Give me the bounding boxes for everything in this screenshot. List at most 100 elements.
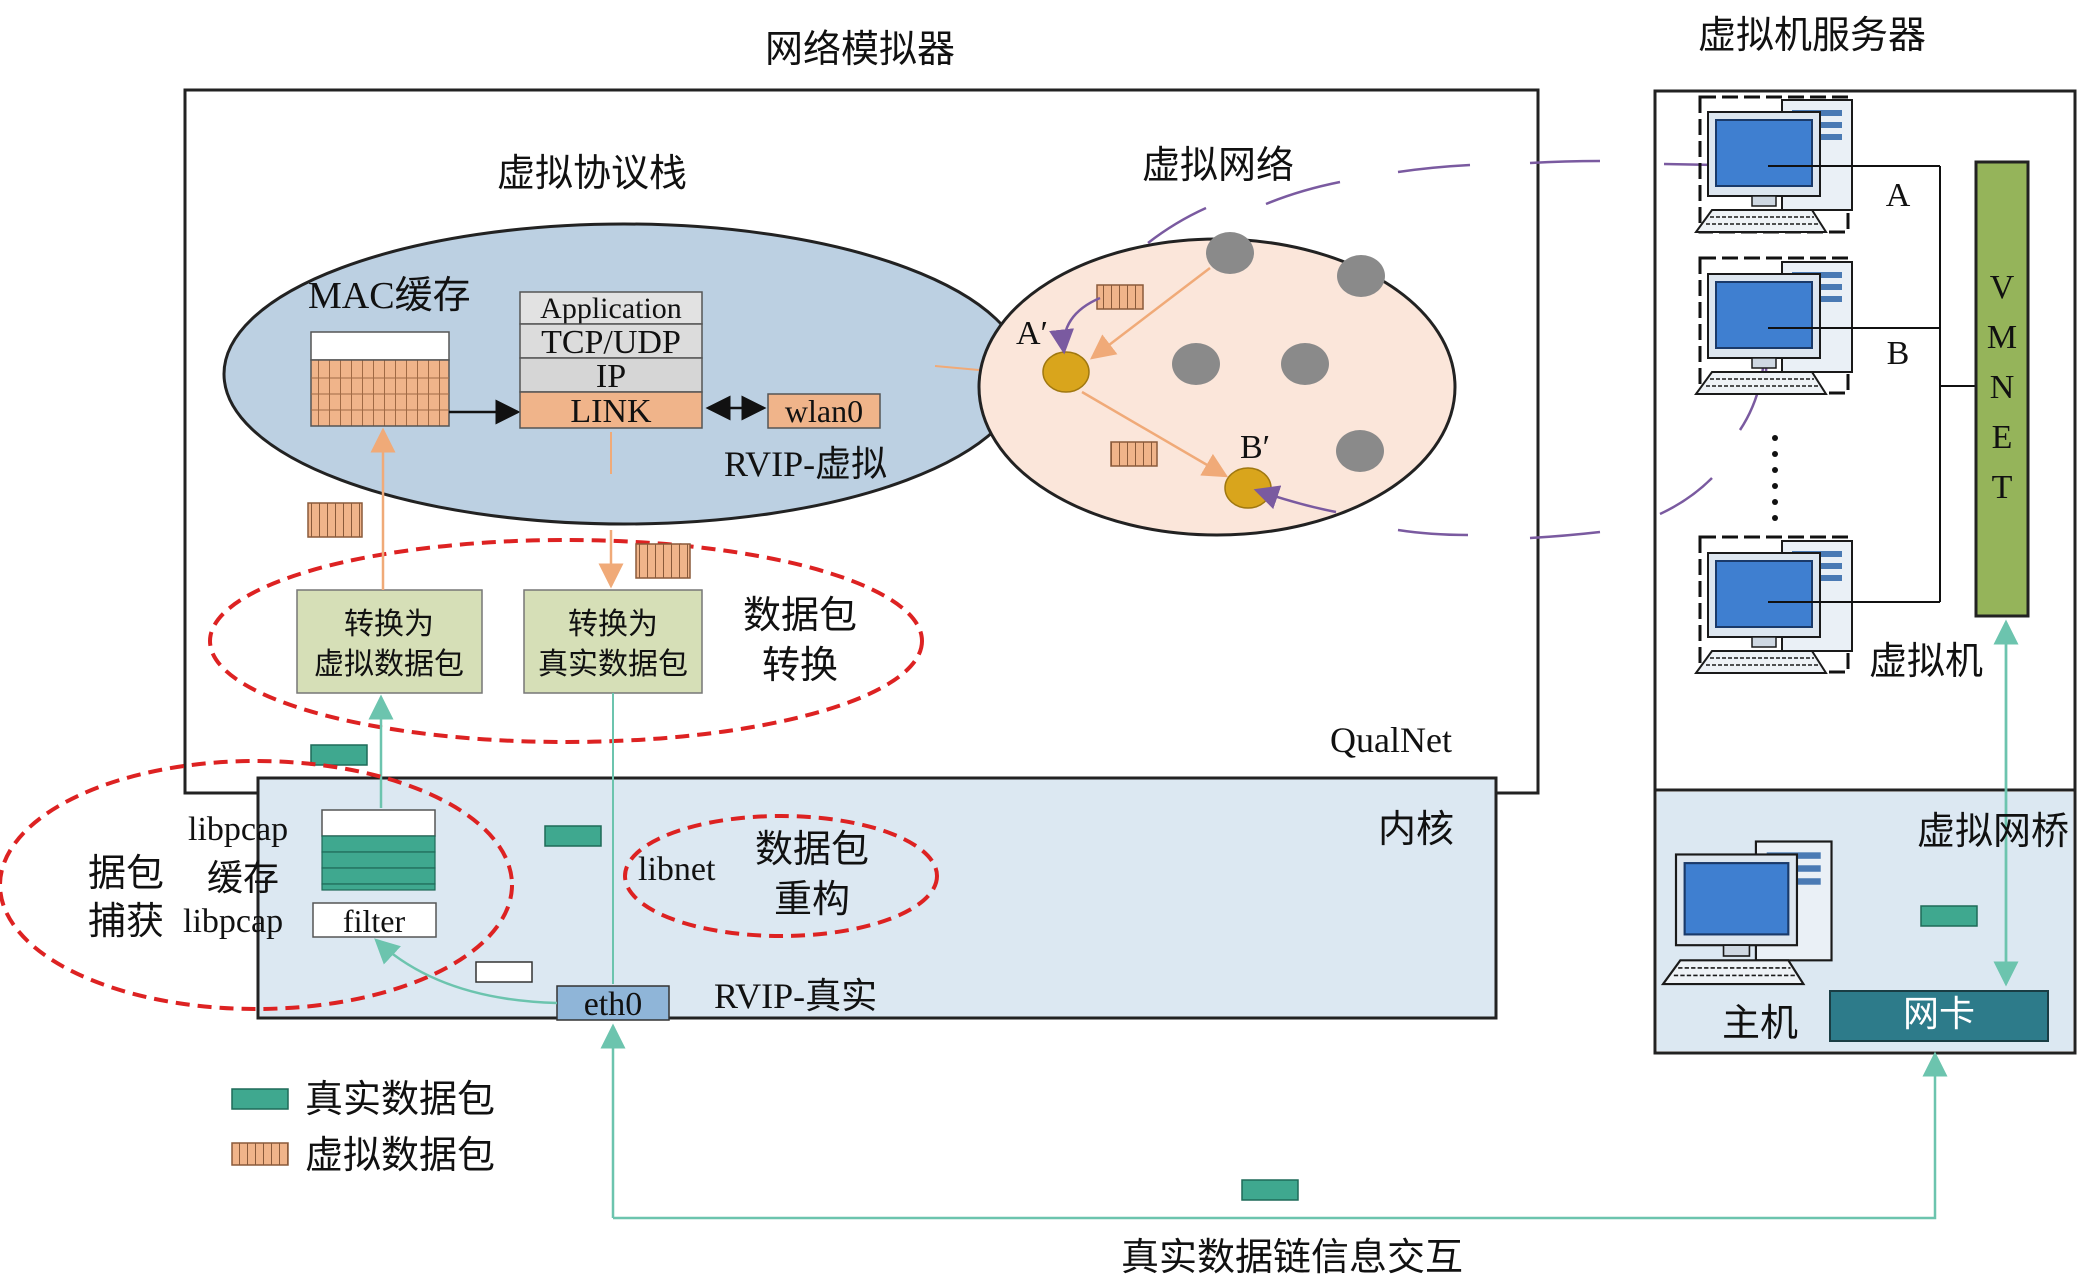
virtual-machine-label: 虚拟机 [1869, 639, 1983, 683]
wlan0-box [767, 393, 881, 429]
packet-convert-line1: 数据包 [743, 593, 857, 637]
stack-layer-ip-label: IP [596, 358, 626, 395]
virtual-packet [1110, 441, 1158, 467]
to-real-line2: 真实数据包 [538, 647, 688, 682]
node-b-prime-label: B′ [1240, 429, 1270, 466]
vm-bus-lines [1768, 165, 1976, 603]
virtual-stack-title: 虚拟协议栈 [497, 151, 687, 195]
real-packet [544, 825, 602, 847]
to-virtual-packet-box [296, 589, 483, 694]
network-node [1337, 255, 1385, 297]
rvip-virtual-label: RVIP-虚拟 [724, 444, 887, 484]
network-node [1206, 232, 1254, 274]
to-real-packet-box [523, 589, 703, 694]
kernel-label: 内核 [1378, 807, 1454, 851]
virtual-network-title: 虚拟网络 [1142, 143, 1294, 187]
stack-layer-application [519, 291, 703, 325]
protocol-stack: Application TCP/UDP IP LINK [519, 291, 703, 430]
stack-layer-link-label: LINK [570, 393, 652, 430]
purple-flow-arrow [1253, 485, 1337, 514]
bottom-caption: 真实数据链信息交互 [1121, 1235, 1463, 1279]
vmnet-box [1974, 160, 2030, 618]
rebuild-line2: 重构 [774, 877, 850, 921]
rebuild-line1: 数据包 [755, 827, 869, 871]
vm-server-box [1653, 89, 2077, 1055]
vm-b [1695, 256, 1853, 395]
empty-packet [475, 961, 533, 983]
node-a-prime-label: A′ [1016, 315, 1048, 352]
legend-label-virtual: 虚拟数据包 [305, 1133, 495, 1177]
capture-line1: 据包 [88, 851, 164, 895]
mac-cache-label: MAC缓存 [308, 275, 471, 317]
vm-b-label: B [1887, 335, 1910, 372]
vmnet-letter-m: M [1987, 319, 2017, 356]
orange-flow-arrow [1081, 390, 1229, 478]
network-node [1281, 343, 1329, 385]
to-virtual-line2: 虚拟数据包 [314, 647, 464, 682]
wlan0-label: wlan0 [785, 393, 863, 429]
purple-flow-arrow [1049, 296, 1101, 355]
vm-a [1695, 95, 1853, 234]
virtual-bridge-label: 虚拟网桥 [1917, 809, 2069, 853]
vm-virtual-link-b [1397, 359, 1766, 540]
vmnet-letter-e: E [1992, 419, 2013, 456]
vm-c [1695, 535, 1853, 674]
to-real-line1: 转换为 [568, 607, 658, 642]
capture-line2: 捕获 [88, 899, 164, 943]
vm-server-title: 虚拟机服务器 [1698, 13, 1926, 57]
virtual-packet [635, 543, 691, 579]
packet-capture-dashed-ellipse [0, 759, 514, 1011]
real-packet [310, 744, 368, 766]
legend-swatch-virtual [231, 1142, 289, 1166]
host-label: 主机 [1722, 1001, 1798, 1045]
orange-flow-arrow [1090, 267, 1211, 360]
libnet-label: libnet [638, 851, 716, 888]
packet-rebuild-dashed-ellipse [623, 814, 939, 938]
libpcap-top-label: libpcap [188, 811, 288, 848]
legend-swatch-real [231, 1088, 289, 1110]
vm-a-label: A [1886, 177, 1911, 214]
nic-box [1829, 990, 2049, 1042]
eth0-to-filter-arrow [374, 938, 558, 1005]
vmnet-letter-n: N [1990, 369, 2015, 406]
stack-layer-application-label: Application [540, 292, 682, 325]
stack-layer-ip [519, 357, 703, 393]
legend-label-real: 真实数据包 [305, 1077, 495, 1121]
virtual-packet [307, 502, 363, 538]
eth0-label: eth0 [584, 986, 643, 1023]
network-node [1336, 430, 1384, 472]
kernel-box [256, 776, 1498, 1020]
stack-layer-tcpudp-label: TCP/UDP [541, 324, 681, 361]
stack-layer-link [519, 391, 703, 429]
nic-label: 网卡 [1903, 994, 1975, 1035]
filter-box [312, 902, 437, 938]
real-data-link-line [613, 1051, 1948, 1220]
virtual-network-nodes [1172, 232, 1385, 472]
stack-to-network-connector [934, 365, 980, 371]
real-packet [1241, 1179, 1299, 1201]
cache-label: 缓存 [207, 858, 279, 899]
libpcap-bottom-label: libpcap [183, 903, 283, 940]
vmnet-letter-v: V [1990, 269, 2015, 306]
stack-layer-tcpudp [519, 323, 703, 359]
vm-ellipsis [1772, 435, 1778, 521]
packet-convert-line2: 转换 [762, 643, 838, 687]
eth0-box [556, 985, 670, 1021]
virtual-packet [1096, 284, 1144, 310]
filter-label: filter [343, 903, 406, 939]
node-b-prime [1224, 467, 1272, 509]
network-simulator-title: 网络模拟器 [765, 27, 955, 71]
vm-virtual-link-a [1147, 159, 1601, 244]
packet-conversion-dashed-ellipse [208, 538, 924, 744]
qualnet-label: QualNet [1330, 720, 1452, 760]
network-node [1172, 343, 1220, 385]
vmnet-letter-t: T [1992, 469, 2013, 506]
node-a-prime [1042, 351, 1090, 393]
rvip-real-label: RVIP-真实 [714, 976, 877, 1016]
mac-cache-block [310, 331, 450, 427]
real-packet [1920, 905, 1978, 927]
to-virtual-line1: 转换为 [344, 607, 434, 642]
legend: 真实数据包 虚拟数据包 [231, 1077, 495, 1177]
libpcap-cache-block [321, 809, 436, 891]
